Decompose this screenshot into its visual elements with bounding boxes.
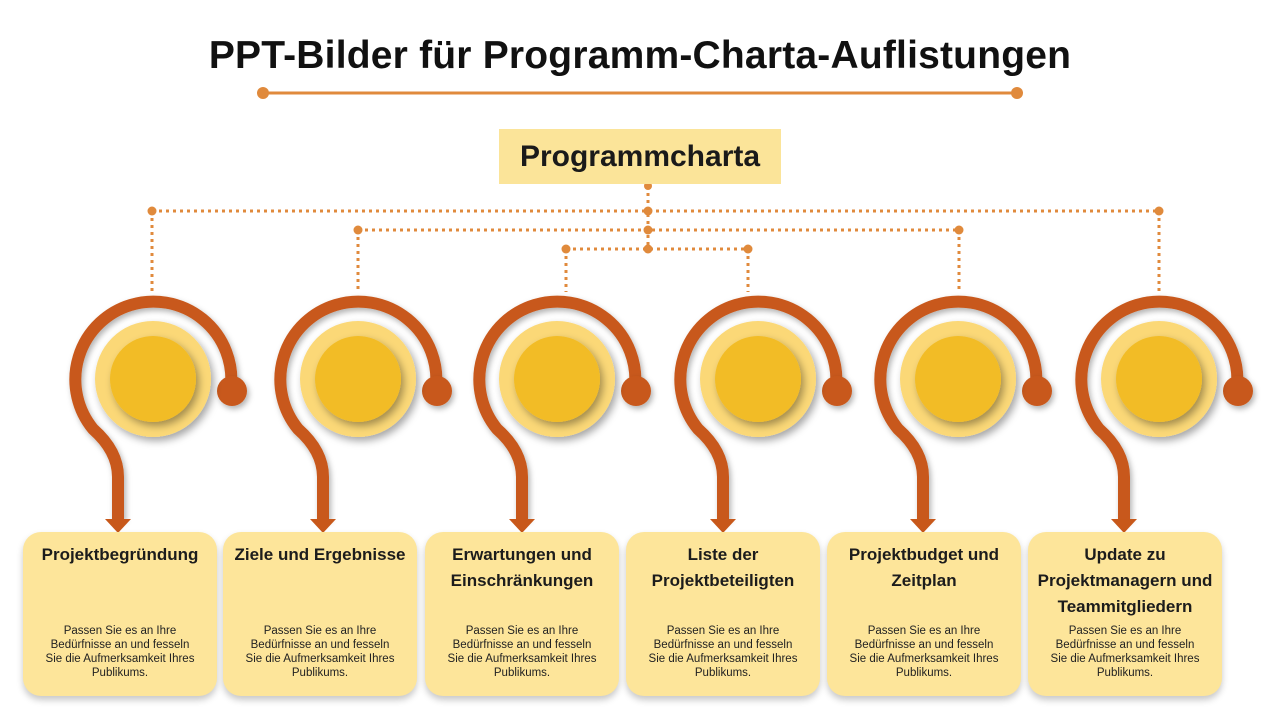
node-6 — [1075, 295, 1253, 533]
arc-end-knob — [1223, 376, 1253, 406]
arrow-down-icon — [105, 519, 131, 533]
node-arc — [1075, 295, 1244, 519]
node-arc — [874, 295, 1043, 519]
inner-circle — [315, 336, 401, 422]
arrow-down-icon — [710, 519, 736, 533]
arc-end-knob — [1022, 376, 1052, 406]
card-title: Projektbudget und Zeitplan — [848, 545, 1000, 590]
connector-lines — [147, 182, 1164, 292]
inner-circle — [915, 336, 1001, 422]
title-underline — [257, 87, 1023, 99]
card-description: Passen Sie es an Ihre Bedürfnisse an und… — [447, 625, 597, 679]
node-arc — [473, 295, 642, 519]
arc-end-knob — [621, 376, 651, 406]
root-node-label: Programmcharta — [519, 139, 761, 173]
connector-dot — [643, 225, 653, 235]
connector-dot — [643, 206, 653, 216]
page-title: PPT-Bilder für Programm-Charta-Auflistun… — [208, 34, 1072, 77]
inner-circle — [110, 336, 196, 422]
card-description: Passen Sie es an Ihre Bedürfnisse an und… — [849, 625, 999, 679]
underline-dot-right — [1011, 87, 1023, 99]
arc-end-knob — [217, 376, 247, 406]
card-title: Projektbegründung — [41, 545, 199, 564]
connector-dot — [644, 182, 652, 190]
card-title: Update zu Projektmanagern und Teammitgli… — [1037, 545, 1213, 616]
node-arc — [274, 295, 443, 519]
card-title: Erwartungen und Einschränkungen — [450, 545, 594, 590]
node-4 — [674, 295, 852, 533]
card-title: Ziele und Ergebnisse — [234, 545, 406, 564]
inner-circle — [1116, 336, 1202, 422]
card-description: Passen Sie es an Ihre Bedürfnisse an und… — [1050, 625, 1200, 679]
arc-end-knob — [822, 376, 852, 406]
arc-end-knob — [422, 376, 452, 406]
node-3 — [473, 295, 651, 533]
node-arc — [69, 295, 238, 519]
connector-dot — [643, 244, 653, 254]
arrow-down-icon — [910, 519, 936, 533]
card-6: Update zu Projektmanagern und Teammitgli… — [1028, 532, 1222, 696]
card-title: Liste der Projektbeteiligten — [651, 545, 795, 590]
card-description: Passen Sie es an Ihre Bedürfnisse an und… — [648, 625, 798, 679]
root-node-box: Programmcharta — [499, 129, 781, 184]
card-description: Passen Sie es an Ihre Bedürfnisse an und… — [245, 625, 395, 679]
arrow-down-icon — [509, 519, 535, 533]
node-1 — [69, 295, 247, 533]
node-2 — [274, 295, 452, 533]
underline-dot-left — [257, 87, 269, 99]
arrow-down-icon — [1111, 519, 1137, 533]
card-description: Passen Sie es an Ihre Bedürfnisse an und… — [45, 625, 195, 679]
inner-circle — [514, 336, 600, 422]
inner-circle — [715, 336, 801, 422]
arrow-down-icon — [310, 519, 336, 533]
node-arc — [674, 295, 843, 519]
node-5 — [874, 295, 1052, 533]
